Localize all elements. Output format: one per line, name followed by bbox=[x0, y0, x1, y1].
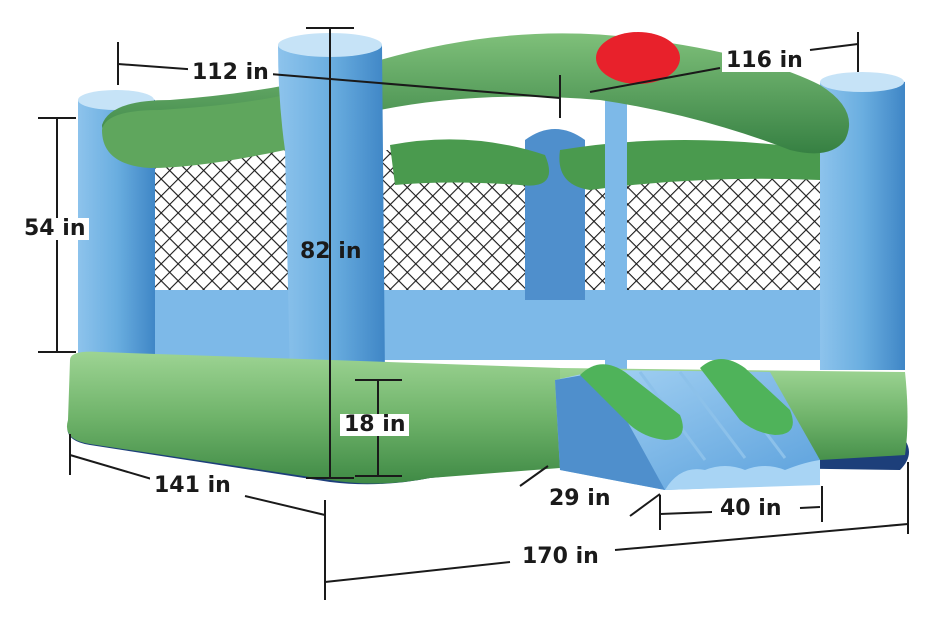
dim-slide-width: 40 in bbox=[716, 498, 786, 520]
front-base-left bbox=[66, 351, 561, 484]
slide-side bbox=[555, 372, 665, 490]
dimension-lines bbox=[38, 27, 909, 600]
right-pillar-top bbox=[820, 72, 904, 92]
slide-lane-2 bbox=[678, 371, 747, 459]
dim-top-left-width: 112 in bbox=[188, 62, 273, 84]
center-pole bbox=[605, 90, 627, 370]
slide-rail-right bbox=[700, 359, 793, 435]
inner-blue-wall bbox=[130, 290, 830, 360]
dim-total-length: 170 in bbox=[518, 546, 603, 568]
dim-top-right-width: 116 in bbox=[722, 50, 807, 72]
roof-left-roll bbox=[102, 95, 285, 168]
front-tower bbox=[278, 36, 385, 383]
dim-slide-length: 29 in bbox=[545, 488, 615, 510]
dim-side-length: 141 in bbox=[150, 475, 235, 497]
red-balloon bbox=[596, 32, 680, 84]
dim-base-height: 18 in bbox=[340, 414, 410, 436]
dim-tower-height: 82 in bbox=[300, 239, 362, 264]
right-pillar bbox=[820, 75, 905, 370]
slide-rail-left bbox=[580, 364, 683, 440]
dim-wall-height: 54 in bbox=[20, 218, 90, 240]
slide-bumpers bbox=[665, 460, 820, 490]
inner-green-ring bbox=[390, 139, 550, 186]
